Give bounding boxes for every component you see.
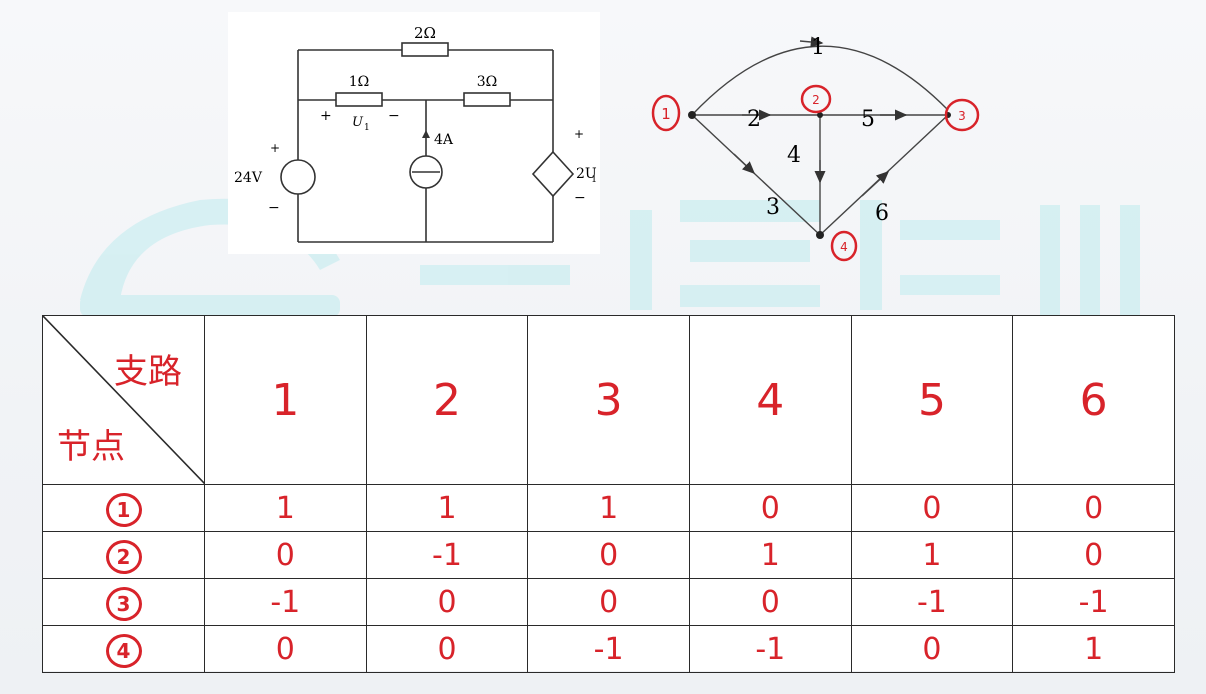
table-row: 2 0 -1 0 1 1 0 [42, 531, 1175, 579]
table-cell: -1 [1012, 578, 1175, 626]
row-node-cell: 2 [42, 531, 205, 579]
column-header: 3 [527, 315, 690, 485]
table-cell: -1 [204, 578, 367, 626]
column-header: 1 [204, 315, 367, 485]
label-dep-sub: 1 [591, 175, 597, 185]
corner-branch-label: 支路 [114, 352, 182, 392]
table-row: 3 -1 0 0 0 -1 -1 [42, 578, 1175, 626]
row-node-label: 1 [105, 492, 142, 527]
table-cell: 0 [1012, 531, 1175, 579]
table-cell: 0 [527, 578, 690, 626]
incidence-table-panel: 支路 节点 1 2 3 4 5 6 1 1 1 1 0 0 0 2 0 -1 0… [42, 315, 1175, 673]
table-cell: 1 [527, 484, 690, 532]
label-dep-minus: − [574, 190, 586, 206]
watermark [80, 198, 1140, 317]
label-voltage-source: 24V [234, 170, 263, 186]
table-cell: -1 [850, 578, 1014, 626]
table-cell: 0 [365, 625, 529, 673]
column-header: 5 [850, 315, 1014, 485]
branch-label-6: 6 [875, 201, 889, 226]
label-r-left: 1Ω [349, 74, 370, 90]
graph-svg: 1 2 3 4 5 6 1 2 3 4 [651, 35, 980, 262]
table-cell: 0 [204, 531, 367, 579]
label-u1-sub: 1 [364, 123, 370, 133]
node-label-1: 1 [661, 105, 671, 123]
node-1-circle [651, 94, 681, 132]
table-header-row: 支路 节点 1 2 3 4 5 6 [42, 315, 1175, 485]
column-header: 2 [365, 315, 529, 485]
row-node-cell: 3 [42, 578, 205, 626]
column-header: 6 [1012, 315, 1175, 485]
incidence-table: 支路 节点 1 2 3 4 5 6 1 1 1 1 0 0 0 2 0 -1 0… [42, 315, 1175, 673]
resistor-1ohm [335, 92, 383, 107]
table-corner-cell: 支路 节点 [42, 315, 205, 485]
row-node-label: 3 [105, 586, 142, 621]
branch-label-4: 4 [787, 143, 801, 168]
table-cell: -1 [527, 625, 690, 673]
table-cell: 1 [850, 531, 1014, 579]
branch-label-1: 1 [811, 35, 825, 60]
table-cell: -1 [688, 625, 852, 673]
table-cell: 1 [365, 484, 529, 532]
table-cell: 1 [688, 531, 852, 579]
resistor-2ohm [401, 42, 449, 57]
branch-label-2: 2 [747, 107, 761, 132]
column-header: 4 [688, 315, 852, 485]
node-label-4: 4 [840, 240, 848, 254]
table-cell: -1 [365, 531, 529, 579]
voltage-source-icon [280, 159, 316, 195]
table-cell: 0 [850, 625, 1014, 673]
table-cell: 1 [204, 484, 367, 532]
corner-node-label: 节点 [57, 427, 125, 467]
row-node-cell: 4 [42, 625, 205, 673]
node-2-circle [800, 84, 832, 114]
table-cell: 0 [688, 578, 852, 626]
table-cell: 0 [527, 531, 690, 579]
table-row: 1 1 1 1 0 0 0 [42, 484, 1175, 532]
node-4-circle [830, 230, 858, 262]
node-label-2: 2 [812, 93, 820, 107]
label-dep-source: 2U [576, 166, 597, 182]
corner-diagonal [43, 316, 205, 484]
row-node-label: 2 [105, 539, 142, 574]
label-u1-plus: + [320, 108, 332, 124]
resistor-3ohm [463, 92, 511, 107]
label-dep-plus: + [574, 127, 584, 141]
table-cell: 1 [1012, 625, 1175, 673]
table-row: 4 0 0 -1 -1 0 1 [42, 625, 1175, 673]
table-cell: 0 [1012, 484, 1175, 532]
label-u1-minus: − [388, 108, 400, 124]
node-label-3: 3 [958, 109, 966, 123]
label-vs-plus: + [270, 141, 280, 155]
dependent-source-icon [531, 150, 575, 198]
row-node-label: 4 [105, 633, 142, 668]
circuit-svg: 2Ω 1Ω 3Ω + U 1 − 4A 24V + − + 2U 1 − [234, 24, 597, 243]
label-r-top: 2Ω [414, 24, 436, 42]
label-r-right: 3Ω [477, 74, 498, 90]
label-current-source: 4A [434, 132, 454, 148]
branch-3-edge [691, 114, 821, 236]
circuit-graph: 1 2 3 4 5 6 1 2 3 4 [630, 20, 1000, 270]
table-cell: 0 [204, 625, 367, 673]
table-cell: 0 [365, 578, 529, 626]
branch-label-5: 5 [861, 107, 875, 132]
label-vs-minus: − [268, 200, 280, 216]
node-3-circle [944, 98, 980, 132]
table-cell: 0 [688, 484, 852, 532]
branch-label-3: 3 [766, 195, 780, 220]
table-cell: 0 [850, 484, 1014, 532]
circuit-diagram: 2Ω 1Ω 3Ω + U 1 − 4A 24V + − + 2U 1 − [228, 12, 600, 254]
row-node-cell: 1 [42, 484, 205, 532]
label-u1: U [352, 115, 364, 130]
